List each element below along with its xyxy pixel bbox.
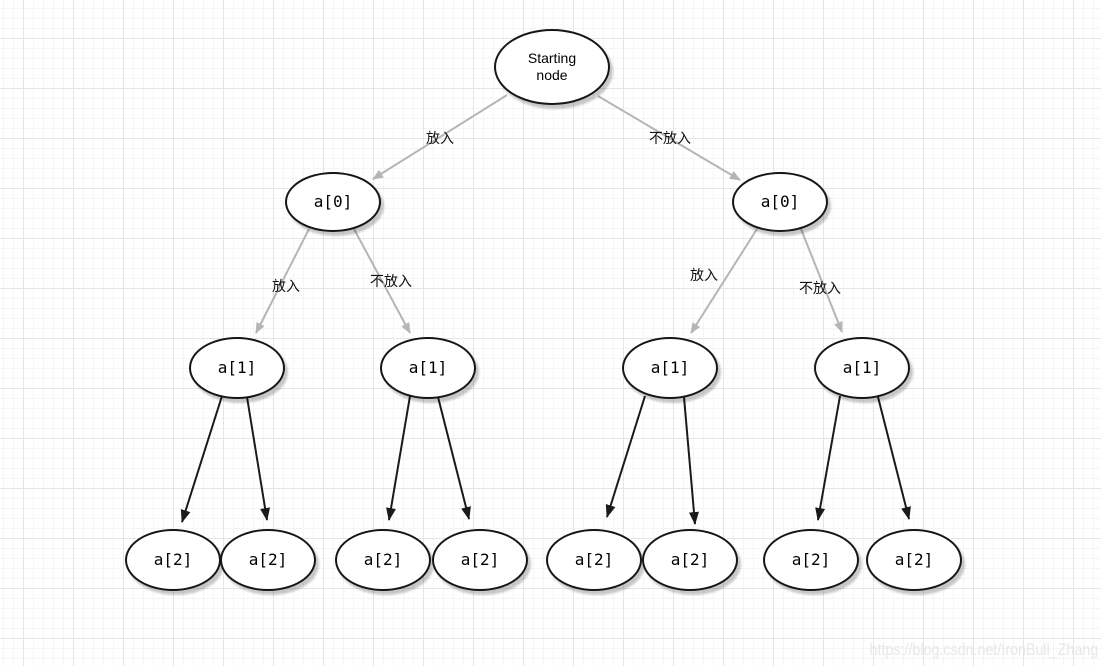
edge-label-a0r-a14: 不放入 bbox=[799, 280, 841, 296]
edge-label-a0l-a12: 不放入 bbox=[370, 273, 412, 289]
edge-label-start-a0r: 不放入 bbox=[649, 130, 691, 146]
node-a2-1: a[2] bbox=[125, 529, 221, 591]
node-a2-2: a[2] bbox=[220, 529, 316, 591]
edge-a12-a23 bbox=[386, 395, 411, 521]
node-a2-4: a[2] bbox=[432, 529, 528, 591]
node-a2-7: a[2] bbox=[763, 529, 859, 591]
edge-label-a0r-a13: 放入 bbox=[690, 267, 718, 283]
edge-start-a0r bbox=[597, 95, 741, 181]
node-a2-8: a[2] bbox=[866, 529, 962, 591]
edge-a12-a24 bbox=[437, 396, 471, 520]
edge-a0l-a11 bbox=[255, 228, 310, 334]
node-a1-3: a[1] bbox=[622, 337, 718, 399]
edge-label-start-a0l: 放入 bbox=[426, 130, 454, 146]
edge-label-a0l-a11: 放入 bbox=[272, 278, 300, 294]
edge-a14-a28 bbox=[877, 396, 911, 520]
node-a0-left: a[0] bbox=[285, 172, 381, 232]
watermark: https://blog.csdn.net/IronBull_Zhang bbox=[869, 640, 1098, 659]
edge-a11-a22 bbox=[246, 396, 271, 521]
edge-a0r-a13 bbox=[690, 228, 758, 334]
node-a2-5: a[2] bbox=[546, 529, 642, 591]
node-a0-right: a[0] bbox=[732, 172, 828, 232]
edge-start-a0l bbox=[372, 94, 508, 180]
node-a2-3: a[2] bbox=[335, 529, 431, 591]
edge-a14-a27 bbox=[815, 395, 841, 521]
edge-a0r-a14 bbox=[800, 228, 843, 333]
node-a2-6: a[2] bbox=[642, 529, 738, 591]
edge-a0l-a12 bbox=[353, 228, 411, 334]
node-a1-4: a[1] bbox=[814, 337, 910, 399]
node-a1-2: a[1] bbox=[380, 337, 476, 399]
edge-a13-a25 bbox=[605, 395, 646, 518]
node-a1-1: a[1] bbox=[189, 337, 285, 399]
edge-a13-a26 bbox=[683, 396, 699, 525]
node-start: Starting node bbox=[494, 29, 610, 105]
edge-a11-a21 bbox=[180, 395, 223, 523]
